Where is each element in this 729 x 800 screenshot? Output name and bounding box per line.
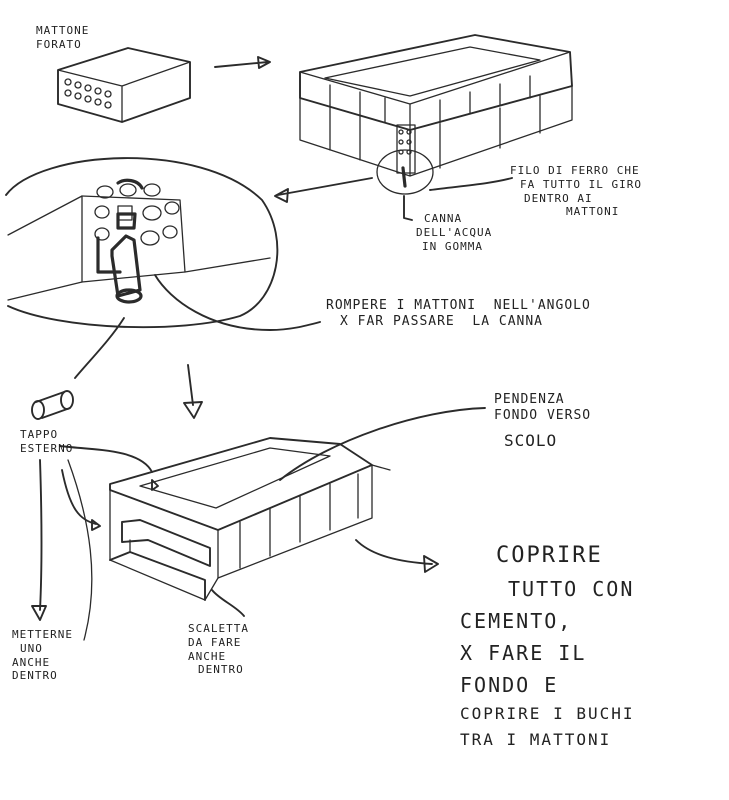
- brick-frame-top: [299, 34, 573, 195]
- arrow-down: [183, 364, 203, 419]
- side-leader: [67, 459, 93, 641]
- cap-leader: [59, 445, 153, 473]
- arrow-to-detail: [274, 177, 373, 203]
- perforated-brick: [57, 47, 191, 123]
- pipe-leader: [403, 195, 413, 221]
- pool-bottom: [109, 437, 391, 601]
- cement-arrow: [355, 539, 439, 573]
- slope-leader: [279, 407, 486, 481]
- arrow-brick-to-frame: [214, 56, 271, 69]
- steps-leader: [61, 469, 101, 531]
- wire-leader: [429, 177, 513, 191]
- break-leader: [154, 274, 321, 331]
- cap-cylinder: [31, 390, 74, 420]
- inside-leader: [31, 459, 47, 621]
- corner-detail: [5, 157, 279, 379]
- scaletta-leader: [211, 589, 245, 617]
